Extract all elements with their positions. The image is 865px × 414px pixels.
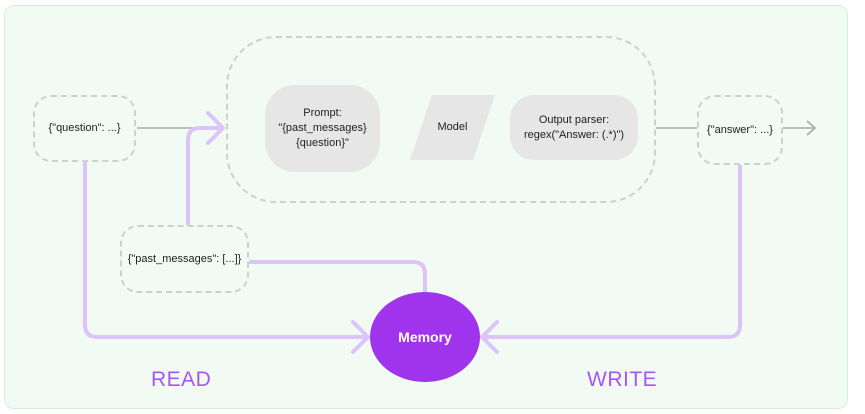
write-label: WRITE [587,368,658,391]
memory-label: Memory [398,328,452,345]
prompt-label: Prompt: "{past_messages} {question}" [278,107,367,149]
line-past-messages-to-chain [186,126,224,226]
arrow-read-head [351,320,370,354]
past-messages-label: {"past_messages": [...]} [127,252,242,265]
memory-circle [370,292,480,382]
prompt-node [265,85,380,172]
arrow-answer-out [783,120,817,136]
question-input-label: {"question": ...} [48,122,121,134]
model-shape [410,95,495,160]
past-messages-node [120,225,249,293]
answer-output-label: {"answer": ...} [707,123,773,136]
output-parser-label: Output parser: regex("Answer: (.*)") [523,113,625,141]
arrow-write-head [480,320,499,354]
arrow-past-messages-head [206,111,225,145]
question-input-node [33,95,136,162]
line-write-to-memory [480,164,742,339]
line-read-to-memory [83,161,370,339]
read-label: READ [151,368,212,391]
line-memory-to-past-messages [248,260,427,298]
output-parser-node [510,95,638,160]
model-label: Model [437,121,468,133]
answer-output-node [697,95,783,165]
